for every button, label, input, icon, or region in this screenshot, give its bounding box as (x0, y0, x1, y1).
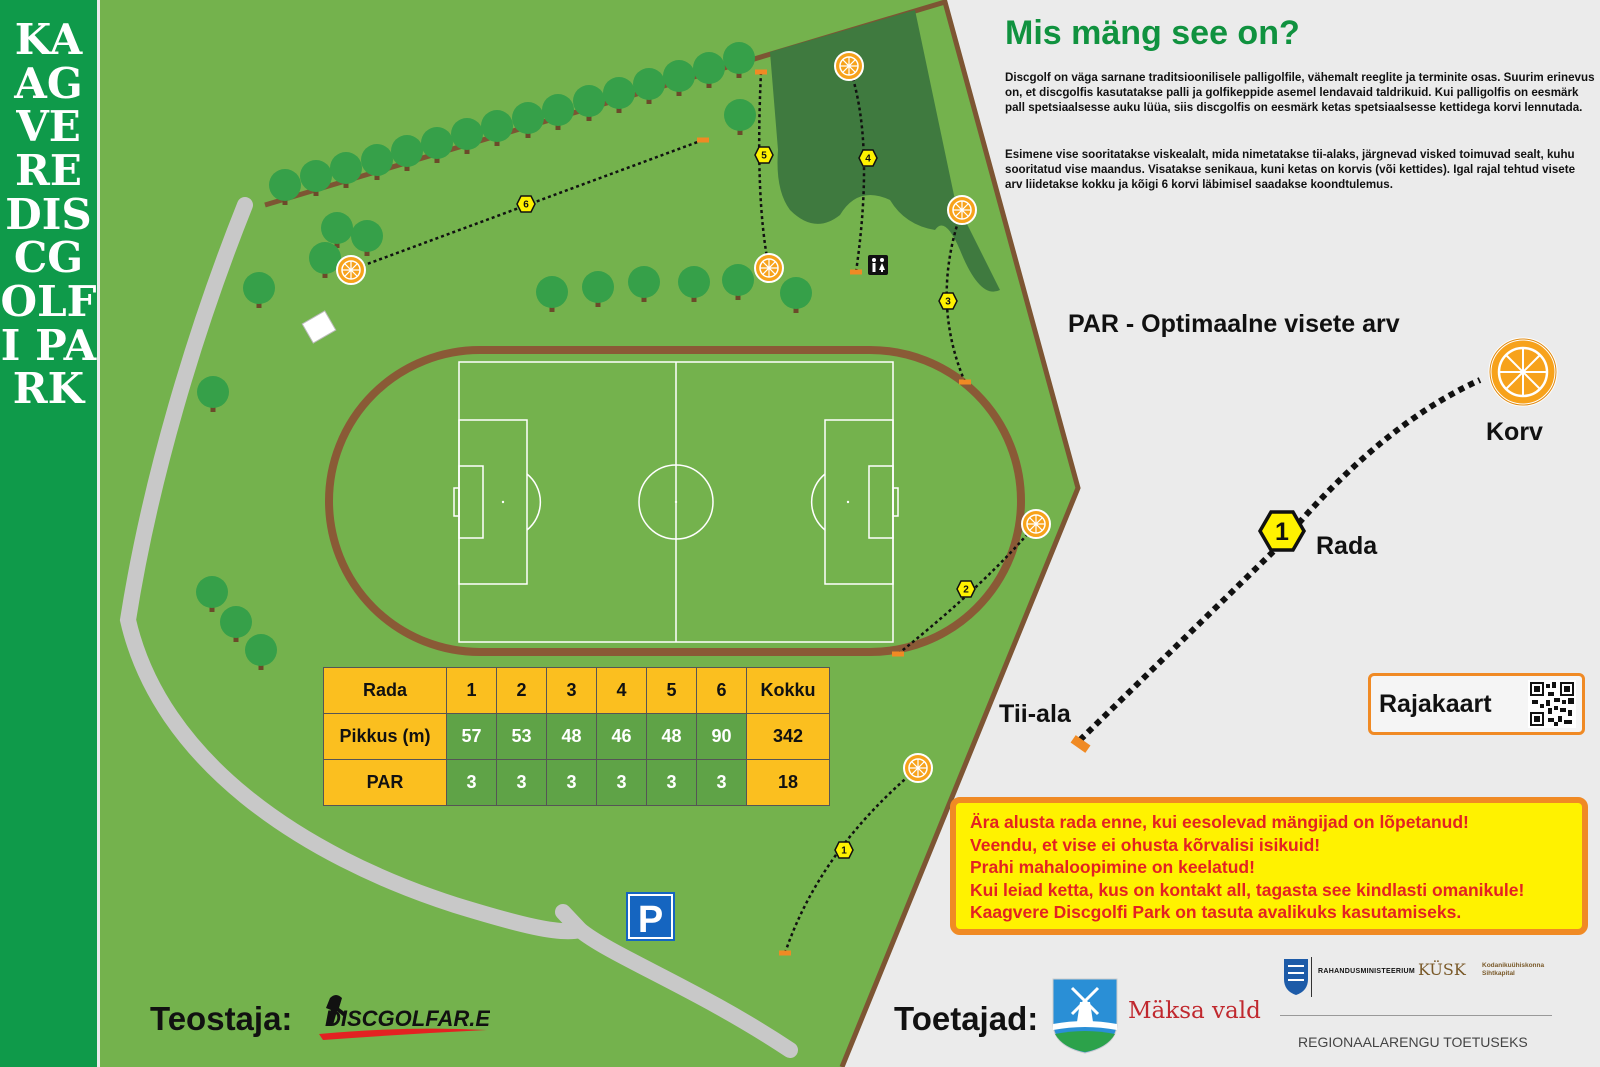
kysk-logo: KÜSK (1418, 960, 1466, 979)
ministry-crest-icon (1284, 957, 1312, 997)
footer-divider (1280, 1015, 1552, 1016)
table-header-cell: 5 (646, 667, 697, 714)
park-map: 1 2 3 4 5 6 P (100, 0, 1081, 1067)
qr-code-icon[interactable] (1528, 680, 1576, 728)
info-paragraph-1: Discgolf on väga sarnane traditsioonilis… (1005, 71, 1595, 114)
hole-label: Rada (1316, 532, 1378, 560)
ministry-name: RAHANDUSMINISTEERIUM (1318, 968, 1415, 975)
course-map-label: Rajakaart (1379, 690, 1492, 718)
table-row-label: Pikkus (m) (323, 713, 447, 760)
basket-icon (1488, 337, 1558, 407)
score-table: Rada 1 2 3 4 5 6 Kokku Pikkus (m) 57 53 … (323, 667, 830, 806)
hole-marker-4: 4 (865, 154, 871, 165)
rule-line: Veendu, et vise ei ohusta kõrvalisi isik… (970, 834, 1321, 855)
table-header-cell: Kokku (746, 667, 830, 714)
hole-marker-icon: 1 (1257, 510, 1307, 552)
hole-marker-6: 6 (523, 200, 529, 211)
table-cell: 3 (546, 759, 597, 806)
table-total-cell: 342 (746, 713, 830, 760)
hole-marker-1: 1 (841, 846, 847, 857)
made-by-label: Teostaja: (150, 1000, 293, 1037)
toilet-icon (868, 255, 888, 275)
rules-box: Ära alusta rada enne, kui eesolevad mäng… (950, 797, 1588, 935)
table-cell: 3 (496, 759, 547, 806)
rule-line: Kui leiad ketta, kus on kontakt all, tag… (970, 879, 1525, 900)
forest-area (770, 10, 1000, 292)
rule-line: Prahi mahaloopimine on keelatud! (970, 857, 1255, 877)
walking-path (119, 197, 798, 1058)
basket-icon (834, 51, 864, 81)
table-header-cell: 1 (446, 667, 497, 714)
table-row: Pikkus (m) 57 53 48 46 48 90 342 (323, 713, 830, 760)
table-row-label: PAR (323, 759, 447, 806)
table-row: PAR 3 3 3 3 3 3 18 (323, 759, 830, 806)
tee-label: Tii-ala (999, 700, 1071, 728)
municipality-name: Mäksa vald (1128, 998, 1261, 1024)
basket-icon (903, 753, 933, 783)
park-vertical-title: KAAGVERE DISCGOLFI PARK (0, 15, 97, 414)
info-paragraph-2: Esimene vise sooritatakse viskealalt, mi… (1005, 148, 1576, 191)
table-header-cell: 6 (696, 667, 747, 714)
hole-markers: 1 2 3 4 5 6 (516, 146, 976, 859)
table-header-cell: 3 (546, 667, 597, 714)
table-cell: 3 (646, 759, 697, 806)
table-cell: 53 (496, 713, 547, 760)
kysk-subtitle: Kodanikuühiskonna Sihtkapital (1482, 962, 1545, 977)
shelter (301, 310, 337, 344)
info-title: Mis mäng see on? (1005, 14, 1300, 52)
legend-diagram: 1 (1070, 337, 1558, 753)
table-row: Rada 1 2 3 4 5 6 Kokku (323, 667, 830, 714)
table-header-cell: 4 (596, 667, 647, 714)
table-cell: 90 (696, 713, 747, 760)
table-cell: 3 (696, 759, 747, 806)
hole-marker-2: 2 (963, 585, 969, 596)
running-track (325, 346, 1025, 656)
table-cell: 3 (596, 759, 647, 806)
basket-icon (1021, 509, 1051, 539)
table-header-cell: Rada (323, 667, 447, 714)
parking-label: P (638, 899, 663, 941)
rule-line: Ära alusta rada enne, kui eesolevad mäng… (970, 812, 1469, 832)
table-header-cell: 2 (496, 667, 547, 714)
discgolfar-logo-text: DISCGOLFAR.EE (325, 1006, 490, 1031)
rule-line: Kaagvere Discgolfi Park on tasuta avalik… (970, 902, 1462, 922)
parking-icon: P (626, 892, 675, 941)
supporters-label: Toetajad: (894, 1000, 1039, 1037)
table-cell: 3 (446, 759, 497, 806)
par-title: PAR - Optimaalne visete arv (1068, 310, 1400, 338)
park-boundary (264, 0, 1081, 1067)
regional-support-label: REGIONAALARENGU TOETUSEKS (1298, 1034, 1528, 1050)
sidebar: KAAGVERE DISCGOLFI PARK (0, 0, 97, 1067)
legend-hole-number: 1 (1275, 518, 1289, 546)
hole-marker-5: 5 (761, 151, 767, 162)
discgolfar-logo: DISCGOLFAR.EE (319, 995, 490, 1040)
basket-label: Korv (1486, 418, 1543, 446)
table-cell: 46 (596, 713, 647, 760)
table-cell: 48 (546, 713, 597, 760)
maksa-crest-icon (1052, 978, 1118, 1054)
table-cell: 48 (646, 713, 697, 760)
hole-marker-3: 3 (945, 297, 951, 308)
basket-icon (754, 253, 784, 283)
table-cell: 57 (446, 713, 497, 760)
table-total-cell: 18 (746, 759, 830, 806)
course-map-qr[interactable]: Rajakaart (1368, 673, 1585, 735)
tee-pad-icon (1070, 735, 1091, 753)
basket-icon (947, 195, 977, 225)
basket-icon (336, 255, 366, 285)
